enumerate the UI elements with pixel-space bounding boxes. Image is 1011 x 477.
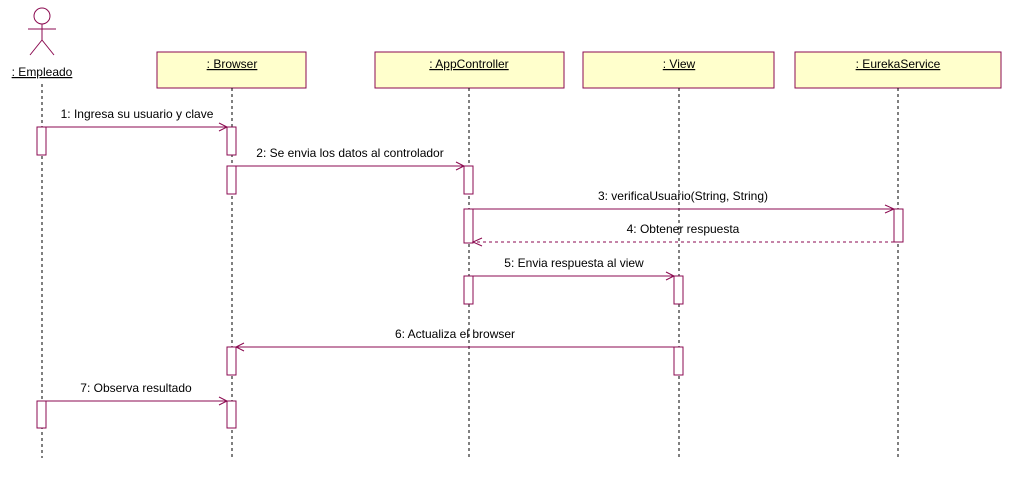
message-7: 7: Observa resultado — [46, 381, 229, 406]
message-label: 3: verificaUsuario(String, String) — [598, 189, 768, 203]
activation-bar — [226, 346, 237, 376]
activation-bar — [673, 346, 684, 376]
object-view: : View — [582, 51, 775, 89]
message-label: 5: Envia respuesta al view — [504, 256, 644, 270]
message-1: 1: Ingresa su usuario y clave — [46, 107, 229, 132]
message-4: 4: Obtener respuesta — [471, 222, 894, 247]
object-appcontroller: : AppController — [374, 51, 565, 89]
actor-name: : Empleado — [12, 65, 73, 79]
activation-bar — [463, 165, 474, 195]
object-name: : AppController — [429, 57, 508, 71]
activation-bar — [36, 126, 47, 156]
activation-bar — [226, 165, 237, 195]
message-label: 1: Ingresa su usuario y clave — [61, 107, 214, 121]
activation-bar — [463, 208, 474, 244]
activation-bar — [36, 400, 47, 429]
message-label: 7: Observa resultado — [80, 381, 192, 395]
message-label: 4: Obtener respuesta — [627, 222, 740, 236]
message-label: 6: Actualiza el browser — [395, 327, 515, 341]
message-2: 2: Se envia los datos al controlador — [236, 146, 466, 171]
object-browser: : Browser — [156, 51, 307, 89]
message-3: 3: verificaUsuario(String, String) — [473, 189, 896, 214]
activation-bar — [226, 400, 237, 429]
object-name: : View — [663, 57, 696, 71]
activation-bar — [673, 275, 684, 305]
message-6: 6: Actualiza el browser — [234, 327, 674, 352]
object-eurekaservice: : EurekaService — [794, 51, 1002, 89]
actor-empleado: : Empleado — [12, 7, 73, 79]
stick-figure-actor-icon — [28, 7, 56, 56]
object-name: : Browser — [207, 57, 258, 71]
message-5: 5: Envia respuesta al view — [473, 256, 676, 281]
activation-bar — [463, 275, 474, 305]
activation-bar — [893, 208, 904, 243]
message-label: 2: Se envia los datos al controlador — [256, 146, 443, 160]
object-name: : EurekaService — [856, 57, 941, 71]
activation-bar — [226, 126, 237, 156]
